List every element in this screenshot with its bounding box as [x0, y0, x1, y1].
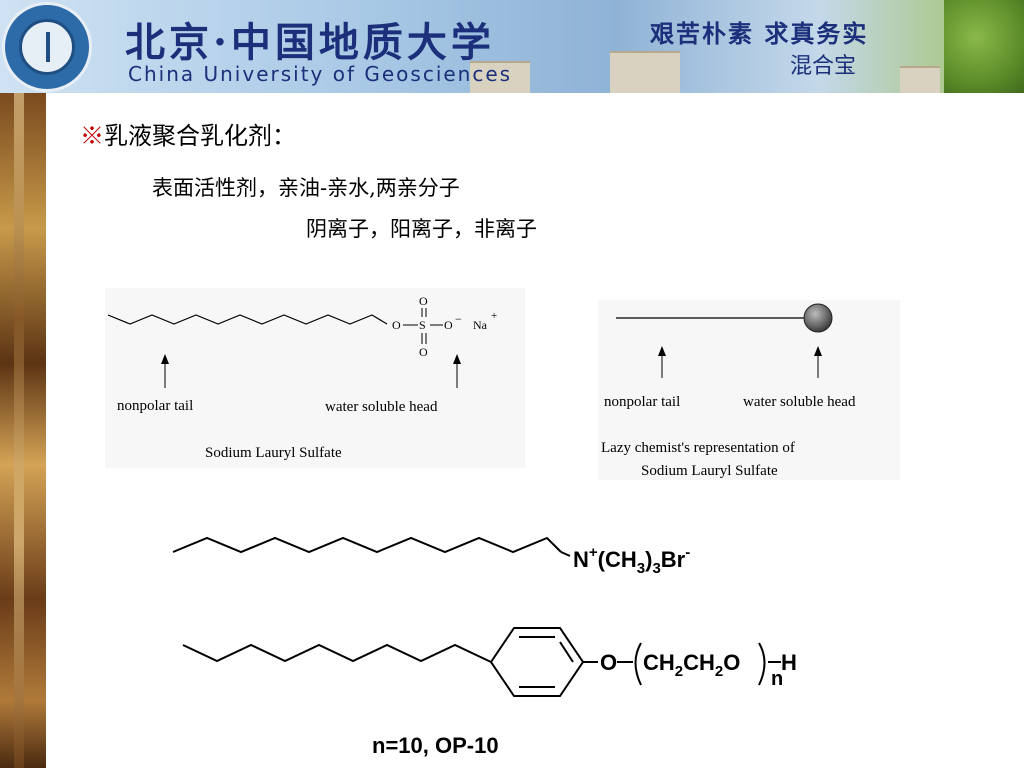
university-logo [2, 2, 92, 92]
sls-simplified-figure: nonpolar tail water soluble head Lazy ch… [598, 300, 900, 480]
atom-o: O [392, 318, 401, 332]
sls-structure-figure: O S O − O O Na + nonpolar tail water sol… [105, 288, 525, 468]
subscript: 3 [652, 560, 660, 577]
atom-s: S [419, 318, 426, 332]
cationic-surfactant-structure: N+(CH3)3Br- [172, 536, 690, 577]
svg-text:N+(CH3)3Br-: N+(CH3)3Br- [573, 544, 690, 577]
water-soluble-head-label: water soluble head [325, 399, 438, 415]
header-banner: 北京·中国地质大学 China University of Geoscience… [0, 0, 1024, 93]
svg-text:CH2CH2O: CH2CH2O [643, 650, 740, 680]
repeat-n: n [771, 668, 783, 690]
nonpolar-tail-label: nonpolar tail [604, 394, 680, 410]
types-line: 阴离子，阳离子，非离子 [306, 217, 537, 241]
close-bracket [758, 642, 766, 686]
hydrocarbon-chain [107, 314, 388, 325]
ethylene-ch2: CH [683, 650, 715, 675]
hydrocarbon-chain [182, 643, 492, 663]
atom-o-bottom: O [419, 345, 428, 359]
university-name-en: China University of Geosciences [128, 62, 513, 86]
bromide: Br [661, 547, 686, 572]
plus-charge: + [589, 544, 598, 561]
university-name-cn: 北京·中国地质大学 [125, 19, 495, 66]
reference-mark: ※ [80, 122, 104, 150]
oxygen: O [600, 650, 617, 675]
building-graphic [900, 66, 940, 93]
subscript: 3 [637, 560, 645, 577]
terminal-hydrogen: H [781, 650, 797, 675]
ether-oxygen: O [723, 650, 740, 675]
tree-graphic [944, 0, 1024, 93]
sodium-ion: Na [473, 318, 488, 332]
atom-o-minus: O [444, 318, 453, 332]
nitrogen: N [573, 547, 589, 572]
methyl-group: (CH [598, 547, 637, 572]
hydrocarbon-chain [172, 536, 562, 554]
definition-line: 表面活性剂，亲油-亲水,两亲分子 [152, 176, 460, 200]
minus-charge: - [685, 544, 690, 561]
minus-charge: − [455, 312, 462, 326]
water-soluble-head-label: water soluble head [743, 394, 856, 410]
heading-text: 乳液聚合乳化剂： [104, 122, 296, 150]
motto-signature: 混合宝 [790, 54, 857, 79]
decorative-sidebar [0, 93, 46, 768]
building-graphic [470, 61, 530, 93]
polar-head [803, 303, 833, 333]
benzene-ring [489, 627, 585, 697]
slide-heading: ※乳液聚合乳化剂： [80, 116, 296, 151]
close-paren: ) [645, 547, 652, 572]
nonpolar-tail-label: nonpolar tail [117, 398, 193, 414]
atom-o-top: O [419, 294, 428, 308]
figure-caption: Sodium Lauryl Sulfate [205, 445, 342, 461]
open-bracket [634, 642, 642, 686]
subscript: 2 [715, 663, 723, 680]
subscript: 2 [675, 663, 683, 680]
ethylene-ch2: CH [643, 650, 675, 675]
op10-label: n=10, OP-10 [372, 733, 499, 758]
svg-text:O: O [600, 650, 617, 675]
sodium-charge: + [491, 310, 497, 322]
motto: 艰苦朴素 求真务实 [650, 19, 869, 48]
nonionic-surfactant-structure: O CH2CH2O H n [182, 627, 797, 697]
caption-line-2: Sodium Lauryl Sulfate [641, 463, 778, 479]
building-graphic [610, 51, 680, 93]
caption-line-1: Lazy chemist's representation of [601, 440, 795, 456]
